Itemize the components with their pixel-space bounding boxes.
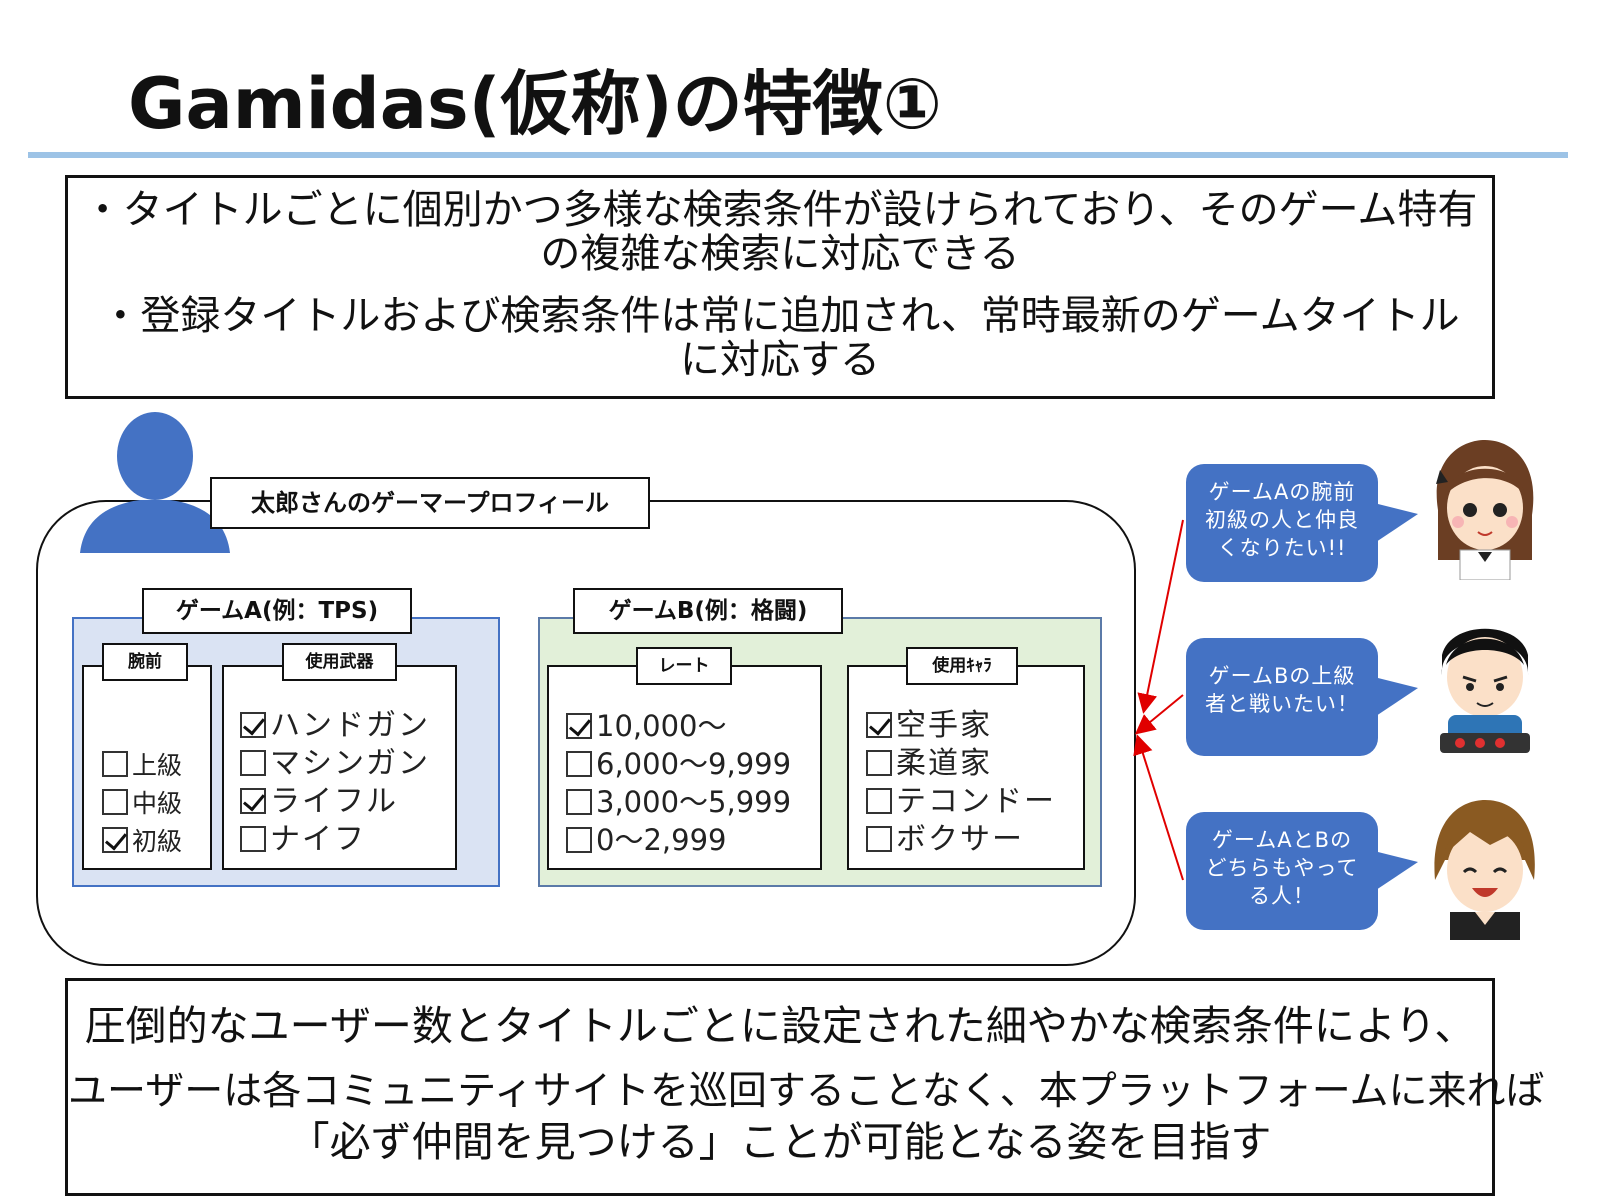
smiling-man-avatar-icon [1434,800,1535,940]
rate-option-6000-9999[interactable]: 6,000～9,999 [566,746,791,782]
character-option-boxer[interactable]: ボクサー [866,822,1024,858]
checkbox-icon[interactable] [566,789,592,815]
rate-option-0-2999[interactable]: 0～2,999 [566,822,726,858]
speech-bubble-3: ゲームAとBの どちらもやって る人！ [1186,812,1418,930]
profile-label: 太郎さんのゲーマープロフィール [210,477,650,529]
speech-bubble-2: ゲームBの上級 者と戦いたい！ [1186,638,1418,756]
checkbox-icon[interactable] [866,826,892,852]
skill-option-intermediate[interactable]: 中級 [102,786,182,822]
speech-bubble-1: ゲームAの腕前 初級の人と仲良 くなりたい!! [1186,464,1418,582]
summary-line-3: ・登録タイトルおよび検索条件は常に追加され、常時最新のゲームタイトル [100,293,1460,339]
game-a-label: ゲームA(例：TPS) [142,588,412,634]
arrow-from-bubble-3 [1133,734,1184,881]
weapon-option-handgun[interactable]: ハンドガン [240,708,430,744]
checked-checkbox-icon[interactable] [102,827,128,853]
checked-checkbox-icon[interactable] [240,712,266,738]
boy-gamer-avatar-icon [1440,628,1530,753]
weapon-option-knife[interactable]: ナイフ [240,822,366,858]
character-option-karate[interactable]: 空手家 [866,708,992,744]
conclusion-line-3: 「必ず仲間を見つける」ことが可能となる姿を目指す [288,1118,1272,1166]
title-underline [28,152,1568,158]
character-option-judo[interactable]: 柔道家 [866,746,992,782]
checkbox-icon[interactable] [240,750,266,776]
weapon-label: 使用武器 [282,643,397,681]
checkbox-icon[interactable] [102,789,128,815]
person-silhouette-icon [80,412,230,553]
arrow-from-bubble-1 [1137,519,1184,714]
skill-option-advanced[interactable]: 上級 [102,748,182,784]
character-label: 使用ｷｬﾗ [906,647,1018,685]
rate-option-10000-plus[interactable]: 10,000～ [566,708,726,744]
slide-title: Gamidas(仮称)の特徴① [128,63,942,145]
skill-label: 腕前 [102,643,188,681]
conclusion-line-2: ユーザーは各コミュニティサイトを巡回することなく、本プラットフォームに来れば [68,1069,1545,1114]
weapon-option-rifle[interactable]: ライフル [240,784,398,820]
checked-checkbox-icon[interactable] [240,788,266,814]
checkbox-icon[interactable] [102,751,128,777]
checkbox-icon[interactable] [566,751,592,777]
checkbox-icon[interactable] [566,827,592,853]
game-b-label: ゲームB(例：格闘) [573,588,843,634]
summary-line-2: の複雑な検索に対応できる [540,231,1020,277]
checkbox-icon[interactable] [866,788,892,814]
feature-summary-box: ・タイトルごとに個別かつ多様な検索条件が設けられており、そのゲーム特有 の複雑な… [65,175,1495,399]
checked-checkbox-icon[interactable] [866,712,892,738]
girl-avatar-icon [1436,440,1534,580]
summary-line-1: ・タイトルごとに個別かつ多様な検索条件が設けられており、そのゲーム特有 [82,187,1478,233]
conclusion-line-1: 圧倒的なユーザー数とタイトルごとに設定された細やかな検索条件により、 [84,1002,1476,1050]
conclusion-box: 圧倒的なユーザー数とタイトルごとに設定された細やかな検索条件により、 ユーザーは… [65,978,1545,1196]
arrow-from-bubble-2 [1134,694,1184,735]
checked-checkbox-icon[interactable] [566,713,592,739]
summary-line-4: に対応する [680,337,880,383]
skill-option-beginner[interactable]: 初級 [102,824,182,860]
rate-label: レート [636,647,732,685]
character-option-taekwondo[interactable]: テコンドー [866,784,1056,820]
checkbox-icon[interactable] [866,750,892,776]
checkbox-icon[interactable] [240,826,266,852]
weapon-option-machinegun[interactable]: マシンガン [240,746,430,782]
rate-option-3000-5999[interactable]: 3,000～5,999 [566,784,791,820]
